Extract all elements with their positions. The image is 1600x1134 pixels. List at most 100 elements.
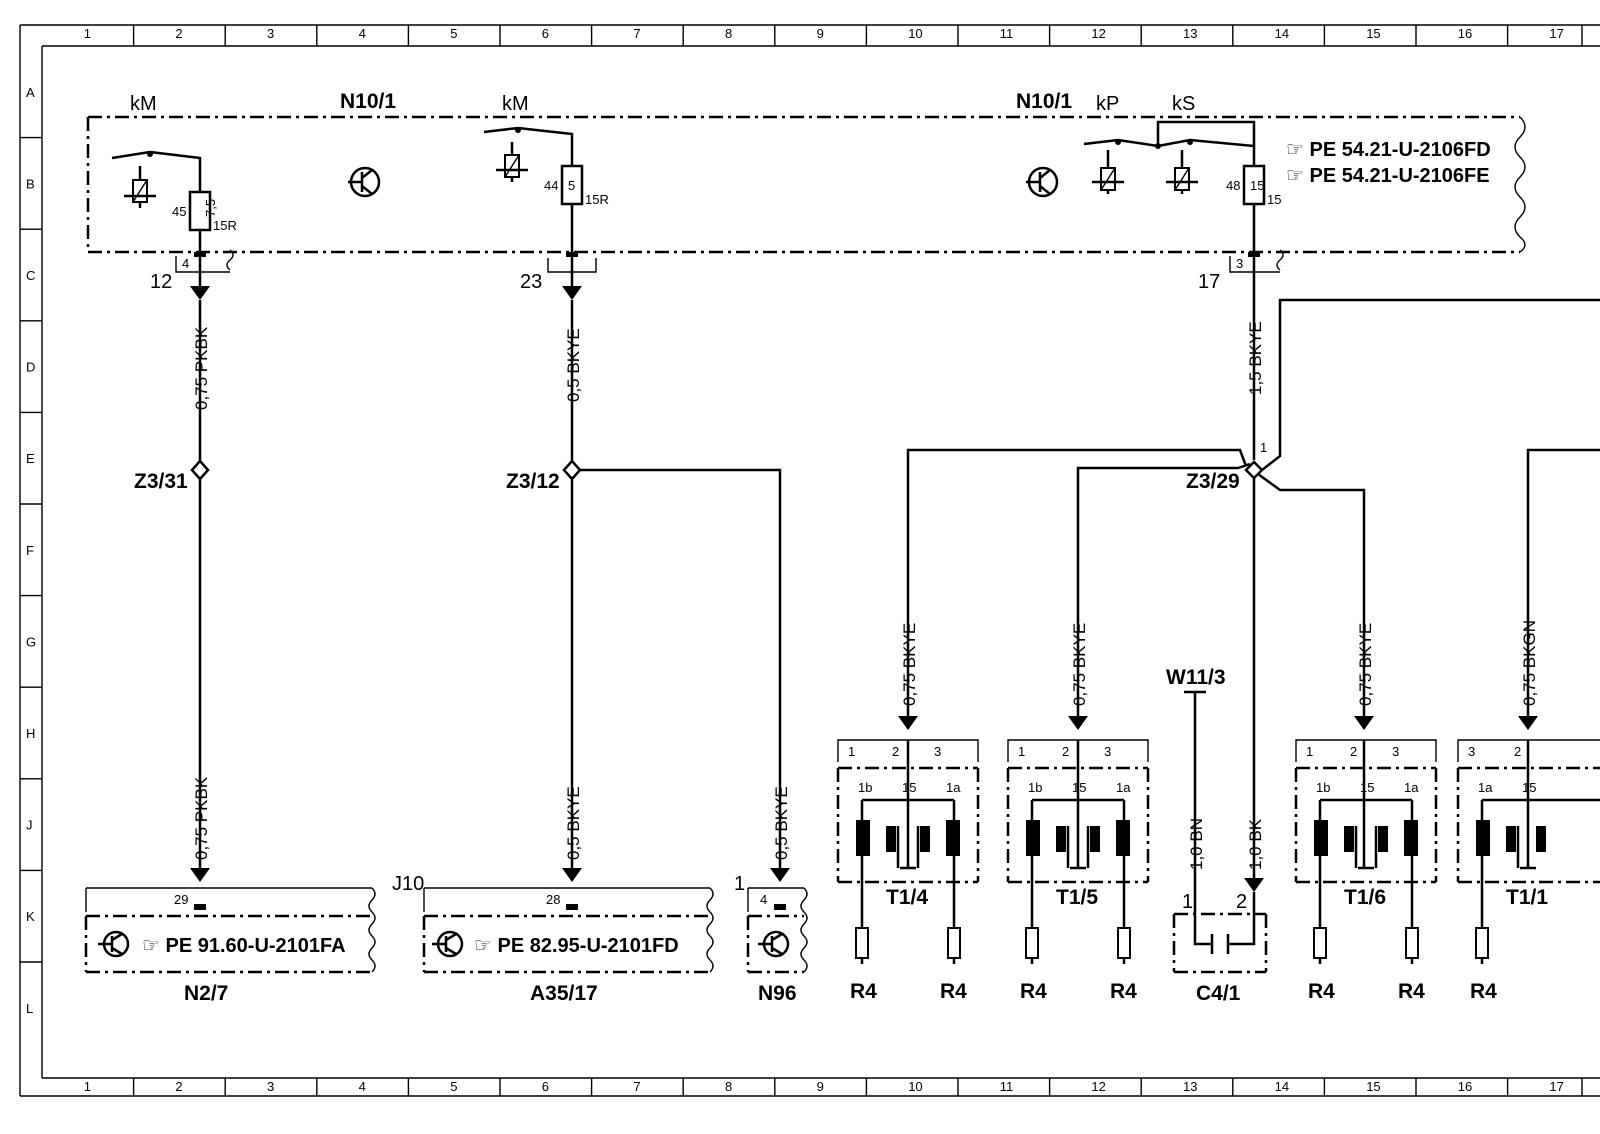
wire-spec: 0,5 BKYE [564, 328, 583, 402]
grid-column-label: 13 [1183, 26, 1197, 41]
grid-column-label: 14 [1275, 26, 1289, 41]
reference-link[interactable]: ☞ PE 82.95-U-2101FD [474, 935, 679, 957]
coil-pin: 3 [934, 744, 941, 759]
grid-column-label: 11 [1000, 1079, 1014, 1094]
fuse-rating: 5 [568, 178, 575, 193]
splice-pin: 1 [1260, 440, 1267, 455]
relay-kp-ks [1083, 120, 1256, 194]
connector-pin: 3 [1236, 256, 1243, 271]
grid-row-label: K [26, 909, 35, 924]
spark-plug-label: R4 [1398, 980, 1425, 1003]
wire-spec: 0,75 BKYE [900, 623, 919, 706]
fuse-terminal: 15 [1267, 192, 1281, 207]
grid-column-labels: 1122334455667788991010111112121313141415… [84, 25, 1564, 1096]
grid-column-label: 3 [267, 26, 274, 41]
transistor-icon [1026, 166, 1059, 198]
relay-label: kM [130, 93, 157, 115]
frame [19, 24, 1600, 1097]
capacitor-label: C4/1 [1196, 982, 1241, 1005]
coil-pin: 2 [1062, 744, 1069, 759]
grid-column-label: 16 [1458, 1079, 1472, 1094]
wire-spec: 0,75 BKYE [1356, 623, 1375, 706]
grid-row-label: H [26, 726, 35, 741]
grid-column-label: 8 [725, 26, 732, 41]
grid-row-label: A [26, 85, 35, 100]
unit-label: N96 [758, 982, 797, 1005]
grid-column-label: 1 [84, 26, 91, 41]
grid-row-label: D [26, 360, 35, 375]
wire-number: 23 [520, 271, 542, 293]
coil-label: T1/5 [1056, 886, 1098, 909]
reference-link[interactable]: ☞ PE 54.21-U-2106FE [1286, 165, 1490, 187]
fuse-terminal: 15R [213, 218, 237, 233]
relay-label: kS [1172, 93, 1195, 115]
reference-link[interactable]: ☞ PE 54.21-U-2106FD [1286, 139, 1491, 161]
grid-row-label: G [26, 634, 36, 649]
ignition-coil-t1-4: 1 2 3 1b 15 1a T1/4 R4 R4 [836, 739, 980, 1003]
wire-spec: 0,75 BKGN [1520, 620, 1539, 706]
spark-plug-label: R4 [1020, 980, 1047, 1003]
grid-column-label: 10 [908, 1079, 922, 1094]
unit-n96: 4 1 N96 [734, 873, 808, 1005]
grid-column-label: 2 [175, 1079, 182, 1094]
coil-pin: 1 [1018, 744, 1025, 759]
wire-2: 0,5 BKYE 0,5 BKYE 0,5 BKYE Z3/12 [506, 300, 791, 882]
coil-label: T1/6 [1344, 886, 1386, 909]
grid-column-label: 7 [633, 1079, 640, 1094]
connector-pin: 4 [182, 256, 189, 271]
ignition-coil-t1-1: 3 2 1a 15 T1/1 R4 [1456, 739, 1600, 1003]
unit-pin: 28 [546, 892, 560, 907]
unit-connector: J10 [392, 873, 424, 895]
fuse-rating: 7,5 [203, 199, 218, 217]
fuse-rating: 15 [1250, 178, 1264, 193]
grid-column-label: 6 [542, 1079, 549, 1094]
coil-terminal: 1a [1404, 780, 1419, 795]
grid-column-label: 6 [542, 26, 549, 41]
fuse-3: 15 48 15 3 [1226, 164, 1284, 290]
spark-plug-label: R4 [1470, 980, 1497, 1003]
coil-pin: 1 [1306, 744, 1313, 759]
wire-spec: 1,5 BKYE [1246, 321, 1265, 395]
coil-terminal: 1a [1478, 780, 1493, 795]
unit-a35-17: 28 J10 ☞ PE 82.95-U-2101FD A35/17 [392, 873, 714, 1005]
grid-column-label: 4 [359, 26, 366, 41]
splice-label: Z3/29 [1186, 470, 1240, 493]
module-label-left: N10/1 [340, 90, 396, 113]
grid-row-label: C [26, 268, 35, 283]
grid-row-label: F [26, 543, 34, 558]
unit-label: N2/7 [184, 982, 228, 1005]
grid-column-label: 1 [84, 1079, 91, 1094]
wire-spec: 0,5 BKYE [564, 786, 583, 860]
splice-label: Z3/12 [506, 470, 560, 493]
spark-plug-label: R4 [850, 980, 877, 1003]
grid-row-label: B [26, 176, 35, 191]
grid-column-label: 2 [175, 26, 182, 41]
grid-column-label: 9 [817, 26, 824, 41]
grid-column-label: 12 [1091, 1079, 1105, 1094]
ignition-coil-t1-5: 1 2 3 1b 15 1a T1/5 R4 R4 [1006, 739, 1150, 1003]
coil-pin: 2 [1350, 744, 1357, 759]
transistor-icon [348, 166, 381, 198]
relay-label: kM [502, 93, 529, 115]
splice-label: Z3/31 [134, 470, 188, 493]
grid-row-label: L [26, 1001, 33, 1016]
coil-label: T1/4 [886, 886, 928, 909]
unit-n2-7: 29 ☞ PE 91.60-U-2101FA N2/7 [84, 887, 376, 1005]
grid-column-label: 10 [908, 26, 922, 41]
coil-terminal: 1a [946, 780, 961, 795]
wire-3: 1,5 BKYE 1 Z3/29 0,75 BKYE 0,75 BKYE 0,7… [898, 290, 1600, 892]
unit-pin: 29 [174, 892, 188, 907]
fuse-pin: 45 [172, 204, 186, 219]
unit-pin: 4 [760, 892, 767, 907]
coil-pin: 3 [1104, 744, 1111, 759]
spark-plug-label: R4 [1308, 980, 1335, 1003]
reference-link[interactable]: ☞ PE 91.60-U-2101FA [142, 935, 346, 957]
wire-spec: 0,75 PKBK [192, 776, 211, 860]
grid-column-label: 9 [817, 1079, 824, 1094]
coil-terminal: 1b [858, 780, 872, 795]
grid-column-label: 4 [359, 1079, 366, 1094]
grid-row-label: E [26, 451, 35, 466]
spark-plug-label: R4 [1110, 980, 1137, 1003]
coil-pin: 3 [1468, 744, 1475, 759]
